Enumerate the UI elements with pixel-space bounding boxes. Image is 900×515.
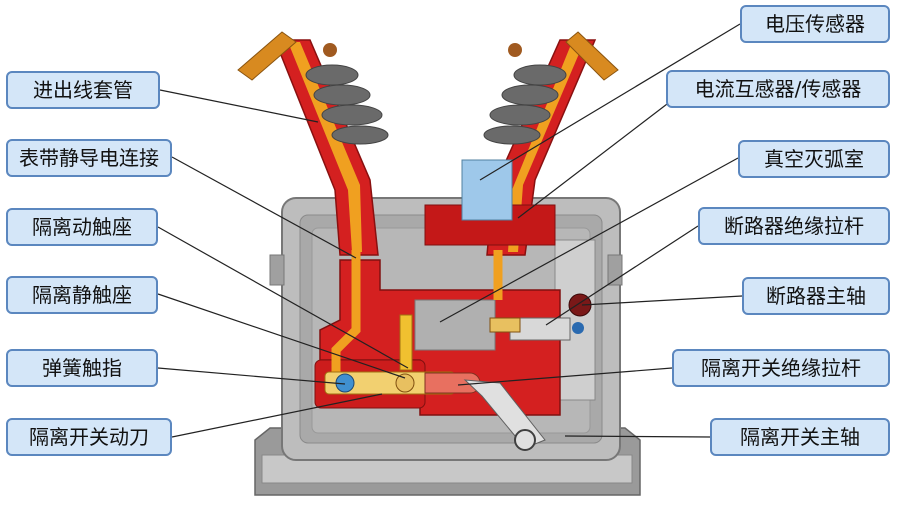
conductors xyxy=(331,250,503,372)
label-iso-main-shaft: 隔离开关主轴 xyxy=(710,418,890,456)
breaker-mechanism xyxy=(489,293,592,341)
voltage-sensor-body xyxy=(424,159,556,246)
label-ct-sensor: 电流互感器/传感器 xyxy=(666,70,890,108)
label-iso-moving-contact-seat: 隔离动触座 xyxy=(6,208,158,246)
leader-lines-right xyxy=(439,23,743,438)
label-iso-static-contact-seat: 隔离静触座 xyxy=(6,276,158,314)
label-voltage-sensor: 电压传感器 xyxy=(740,5,890,43)
leader-lines-left xyxy=(157,89,409,438)
label-iso-moving-blade: 隔离开关动刀 xyxy=(6,418,172,456)
label-spring-finger: 弹簧触指 xyxy=(6,349,158,387)
isolator-blade xyxy=(324,371,546,451)
label-cb-main-shaft: 断路器主轴 xyxy=(742,277,890,315)
label-iso-insulating-rod: 隔离开关绝缘拉杆 xyxy=(672,349,890,387)
label-cb-insulating-rod: 断路器绝缘拉杆 xyxy=(698,207,890,245)
label-static-conductor: 表带静导电连接 xyxy=(6,139,172,177)
label-vacuum-interrupter: 真空灭弧室 xyxy=(738,140,890,178)
label-bushing: 进出线套管 xyxy=(6,71,160,109)
left-bushing xyxy=(237,31,389,256)
